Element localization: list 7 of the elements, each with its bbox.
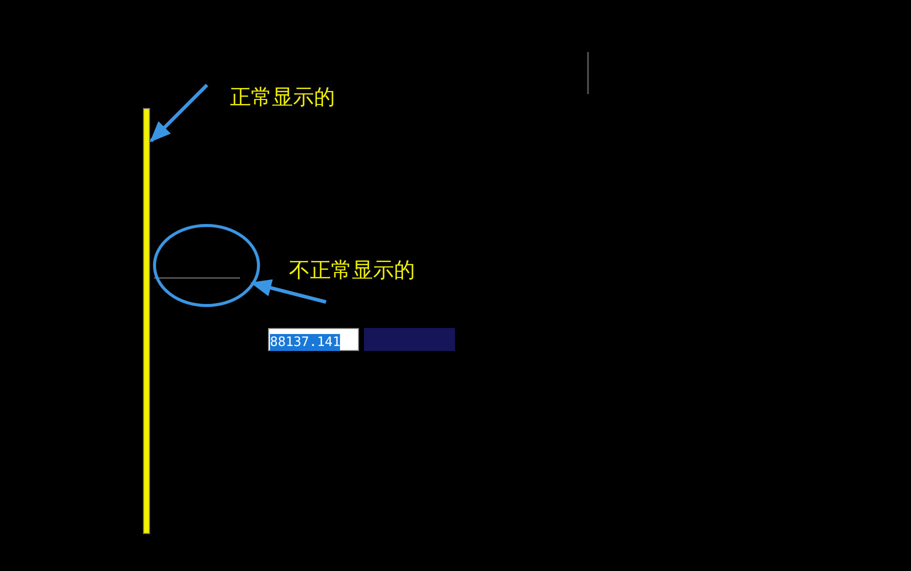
- vertical-bar: [143, 108, 150, 534]
- annotation-text: 不正常显示的: [287, 256, 429, 303]
- leader-arrow: [250, 279, 326, 304]
- annotation-text: 正常显示的: [207, 82, 347, 112]
- leader-arrow: [150, 84, 208, 142]
- input-field: 88137.141: [268, 328, 359, 351]
- highlight-ellipse: [153, 224, 260, 307]
